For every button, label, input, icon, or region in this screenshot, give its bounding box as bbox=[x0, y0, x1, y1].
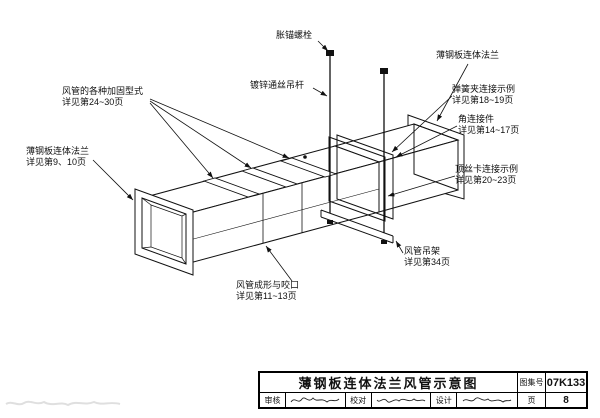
anchor-bolts bbox=[303, 50, 388, 244]
illegible-watermark bbox=[5, 400, 121, 407]
reviewed-signature bbox=[286, 393, 346, 407]
duct-isometric-drawing bbox=[92, 40, 469, 282]
signature-squiggle bbox=[290, 397, 340, 403]
page-label: 页 bbox=[518, 393, 546, 407]
hanger-rods bbox=[329, 56, 385, 233]
page-number-row: 页 8 bbox=[518, 393, 586, 407]
proofread-signature bbox=[372, 393, 432, 407]
atlas-number: 07K133 bbox=[546, 376, 586, 389]
title-block: 薄钢板连体法兰风管示意图 审核 校对 设计 bbox=[258, 371, 588, 409]
designed-signature bbox=[457, 393, 517, 407]
signature-squiggle bbox=[376, 398, 426, 403]
atlas-number-row: 图集号 07K133 bbox=[518, 373, 586, 393]
label-flange-left: 薄钢板连体法兰 详见第9、10页 bbox=[26, 146, 90, 167]
atlas-number-label: 图集号 bbox=[518, 373, 546, 392]
label-hanger-rod: 镀锌通丝吊杆 bbox=[250, 80, 305, 90]
label-flange-top: 薄钢板连体法兰 bbox=[436, 50, 500, 60]
reinforcement-ribs bbox=[202, 157, 338, 198]
mid-joint-flanges bbox=[328, 134, 394, 222]
label-duct-hanger: 风管吊架 详见第34页 bbox=[404, 246, 451, 267]
front-flange bbox=[134, 188, 194, 276]
title-block-right: 图集号 07K133 页 8 bbox=[518, 373, 586, 407]
title-block-left: 薄钢板连体法兰风管示意图 审核 校对 设计 bbox=[260, 373, 518, 407]
duct-rear-section bbox=[333, 123, 460, 213]
label-reinforcement: 风管的各种加固型式 详见第24~30页 bbox=[62, 86, 144, 107]
label-spring-clip: 弹簧夹连接示例 详见第18~19页 bbox=[452, 84, 516, 105]
label-screw-clip: 顶丝卡连接示例 详见第20~23页 bbox=[455, 164, 519, 185]
page-number: 8 bbox=[563, 394, 569, 406]
drawing-title: 薄钢板连体法兰风管示意图 bbox=[260, 373, 517, 393]
signature-squiggle bbox=[462, 397, 512, 403]
reviewed-label: 审核 bbox=[260, 393, 286, 407]
label-corner-connector: 角连接件 详见第14~17页 bbox=[458, 114, 520, 135]
duct-front-section bbox=[140, 145, 381, 265]
label-forming-seam: 风管成形与咬口 详见第11~13页 bbox=[236, 280, 300, 301]
designed-label: 设计 bbox=[431, 393, 458, 407]
label-anchor-bolt: 胀锚螺栓 bbox=[276, 30, 313, 40]
proofread-label: 校对 bbox=[346, 393, 372, 407]
leader-lines bbox=[92, 40, 469, 282]
side-seams bbox=[262, 183, 303, 243]
title-block-roles: 审核 校对 设计 bbox=[260, 393, 517, 407]
